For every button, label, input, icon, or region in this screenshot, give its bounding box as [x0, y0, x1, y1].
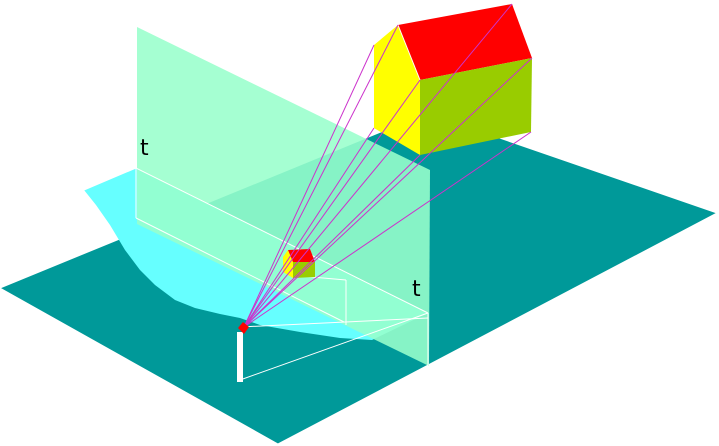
projection-rays [243, 3, 533, 328]
construction-lines [83, 167, 429, 381]
house-large-front-wall [374, 25, 420, 155]
label-t-top: t [140, 136, 149, 161]
house-large-roof [398, 4, 532, 80]
label-t-right: t [412, 277, 421, 302]
house-projected-roof [288, 249, 315, 262]
observer-post [237, 332, 243, 382]
house-large [374, 4, 532, 155]
house-large-side-wall [420, 58, 532, 155]
eye-point [238, 322, 249, 334]
picture-plane [137, 27, 430, 366]
